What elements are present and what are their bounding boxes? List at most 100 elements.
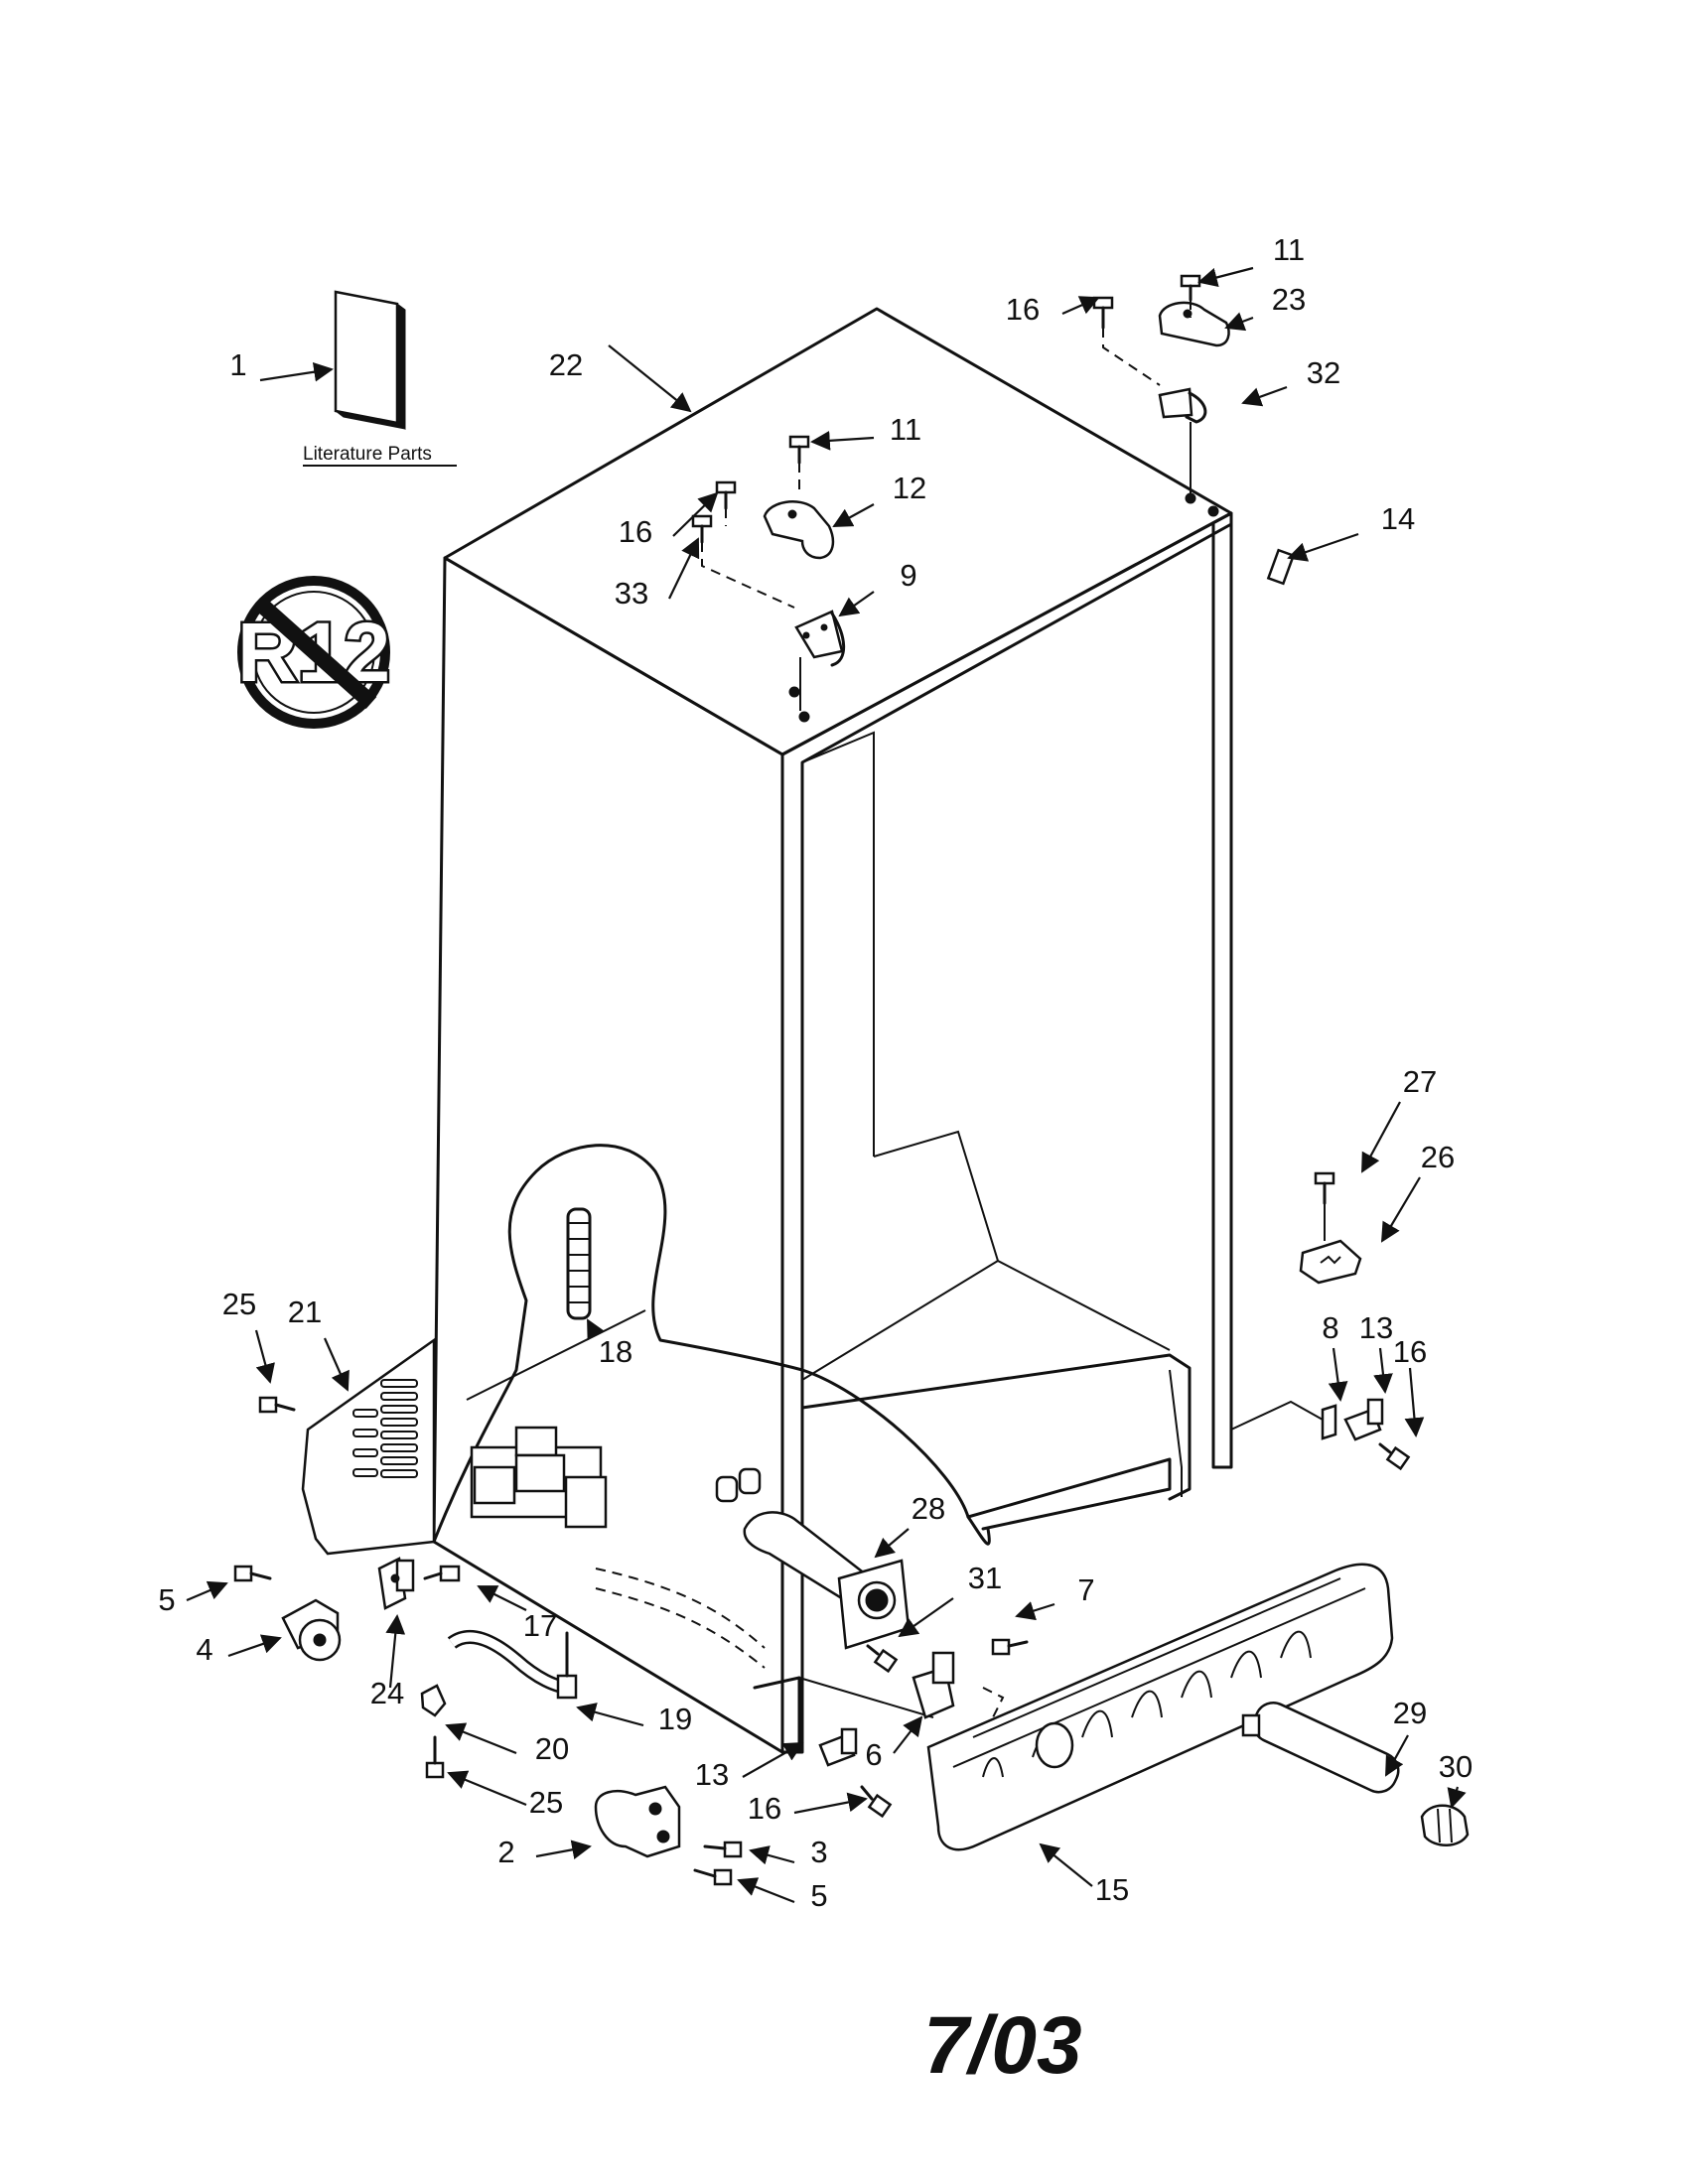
callout-leader-33 [668,537,700,600]
callout-leader-26 [1380,1176,1421,1243]
callout-label-29: 29 [1393,1696,1427,1730]
callout-label-23: 23 [1272,282,1306,317]
callout-leader-1 [259,361,334,382]
screw-3 [703,1841,743,1858]
callout-label-25: 25 [222,1287,256,1321]
callout-leader-13 [1373,1347,1393,1394]
callout-leader-17 [477,1585,527,1611]
no-r12-symbol: R12 [234,576,393,729]
callout-label-16: 16 [1006,292,1040,327]
callout-leader-18 [587,1318,606,1341]
water-tube-19 [447,1629,578,1700]
screw-16-right [1378,1442,1411,1471]
screw-27 [1314,1171,1335,1205]
callout-label-9: 9 [900,558,916,593]
callout-leader-19 [576,1703,644,1727]
screw-25-rear [258,1396,296,1414]
callout-leader-16 [1404,1367,1425,1437]
screw-16-front [860,1785,893,1819]
callout-label-13: 13 [695,1757,729,1792]
roller-2 [594,1785,681,1858]
callout-label-18: 18 [599,1334,632,1369]
callout-label-1: 1 [229,347,246,382]
callout-label-24: 24 [370,1676,404,1710]
callout-leader-12 [832,503,875,527]
callout-label-5: 5 [158,1582,175,1617]
callout-leader-29 [1385,1734,1409,1777]
callout-leader-16 [793,1792,868,1815]
callout-label-22: 22 [549,347,583,382]
callout-label-31: 31 [968,1561,1002,1595]
callout-leader-3 [749,1845,795,1865]
date-code: 7/03 [923,2000,1082,2091]
filter-cap-30 [1420,1804,1470,1846]
callout-label-25: 25 [529,1785,563,1820]
rear-panel-21 [301,1337,436,1556]
callout-leader-11 [810,430,875,451]
bracket-6 [912,1651,955,1719]
screw-11-top [1180,274,1201,302]
cabinet-22 [432,307,1233,1754]
callout-label-17: 17 [523,1608,557,1643]
callout-leader-2 [535,1840,592,1859]
callout-label-16: 16 [1393,1334,1427,1369]
callout-label-11: 11 [1273,232,1305,267]
plug-14 [1266,548,1296,586]
callout-leader-21 [323,1337,350,1392]
callout-label-16: 16 [619,514,652,549]
screw-11-mid [788,435,810,465]
callout-label-33: 33 [615,576,648,611]
hinge-9 [794,610,846,667]
callout-label-11: 11 [890,412,921,447]
screw-25-front [425,1735,445,1779]
callout-leader-23 [1224,312,1254,332]
water-filter-29 [1241,1702,1400,1794]
water-valve-assembly [470,1426,608,1529]
callout-leader-32 [1241,385,1288,407]
clamp-20 [420,1684,447,1717]
callout-label-16: 16 [748,1791,781,1826]
callout-label-2: 2 [497,1835,514,1869]
callout-label-19: 19 [658,1702,692,1736]
callout-label-7: 7 [1077,1572,1094,1607]
hinge-cover-12 [763,500,835,560]
leveling-bracket-13-right [1343,1398,1384,1441]
callout-leader-30 [1447,1786,1467,1809]
bracket-24 [377,1557,415,1610]
callout-label-26: 26 [1421,1140,1455,1174]
callout-leader-15 [1039,1843,1093,1887]
callout-label-32: 32 [1307,355,1340,390]
screw-16-mid [715,480,737,510]
callout-label-30: 30 [1439,1749,1473,1784]
screw-31 [866,1644,899,1674]
bracket-26 [1299,1239,1362,1285]
callout-leader-28 [874,1528,910,1559]
callout-leader-16 [672,491,719,537]
screw-5-front [693,1868,733,1886]
screw-7 [991,1638,1029,1656]
callout-leader-24 [385,1614,406,1689]
callout-leader-4 [227,1634,282,1658]
callout-label-12: 12 [893,471,926,505]
callout-label-3: 3 [810,1835,827,1869]
callout-leader-25 [254,1329,275,1384]
screw-5-left [233,1565,272,1582]
callout-leader-22 [608,344,692,413]
literature-booklet [334,290,406,430]
callout-leader-16 [1061,296,1100,316]
callout-label-28: 28 [912,1491,945,1526]
callout-label-13: 13 [1359,1310,1393,1345]
callout-leader-11 [1197,266,1254,288]
callout-leader-14 [1287,532,1359,562]
callout-leader-5 [737,1877,795,1904]
callout-label-5: 5 [810,1878,827,1913]
callout-leader-31 [898,1597,954,1638]
callout-leader-13 [742,1742,804,1778]
screw-16-top [1092,296,1114,330]
callout-label-14: 14 [1381,501,1415,536]
callout-leader-5 [186,1580,228,1602]
callout-label-6: 6 [865,1737,882,1772]
hinge-32 [1158,387,1207,424]
hinge-cover-23 [1158,301,1230,347]
callout-label-27: 27 [1403,1064,1437,1099]
